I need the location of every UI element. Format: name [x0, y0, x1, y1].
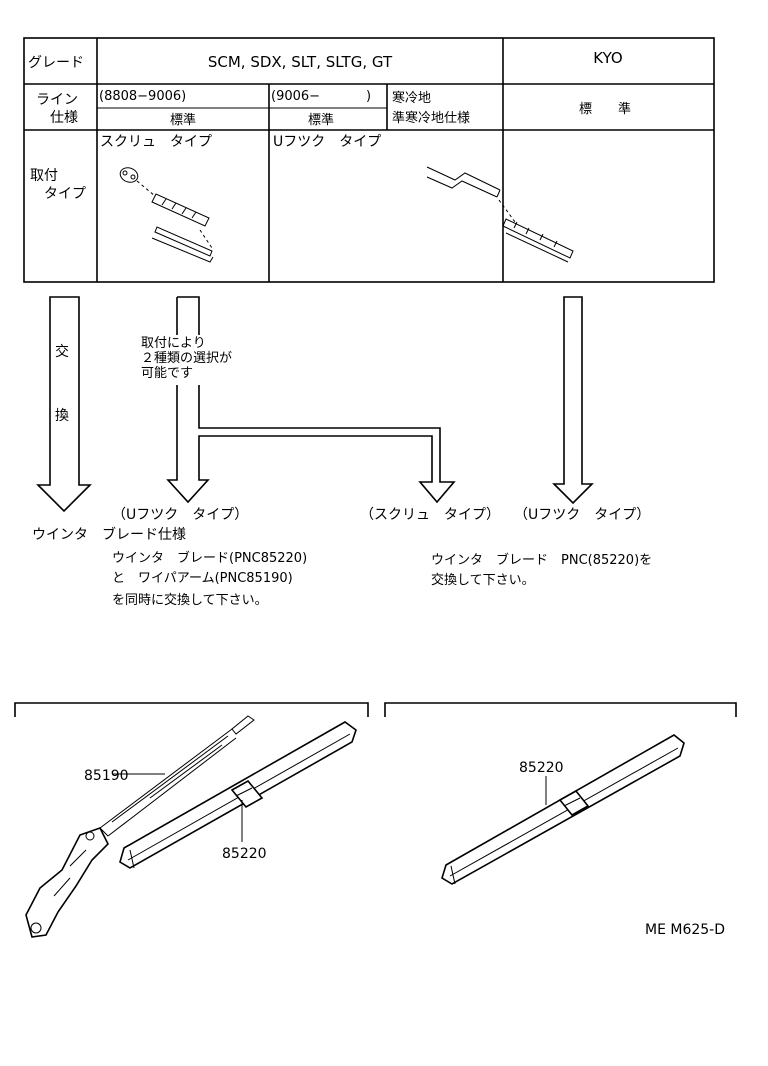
- ufook-type-sketch: [426, 166, 574, 263]
- grade-models: SCM, SDX, SLT, SLTG, GT: [208, 53, 393, 71]
- wiper-arm: [25, 715, 255, 938]
- col2-spec: 標準: [308, 112, 334, 128]
- mount-header-1: 取付: [30, 168, 58, 184]
- left-bracket: [14, 702, 369, 717]
- left-note-1: ウインタ ブレード(PNC85220): [112, 550, 307, 566]
- blade-part-number-right: 85220: [519, 760, 564, 776]
- col3-spec-2: 準寒冷地仕様: [392, 110, 470, 126]
- choice-note-1: 取付により: [141, 336, 206, 351]
- ufook-paren-label-2: （Uフツク タイプ）: [514, 507, 650, 523]
- arm-part-number: 85190: [84, 768, 129, 784]
- exchange-char-1: 交: [55, 343, 69, 360]
- choice-arrow: [166, 296, 456, 504]
- col1-period: (8808−9006): [99, 89, 186, 104]
- wiper-blade-left: [119, 721, 357, 869]
- mount-header-2: タイプ: [44, 186, 86, 202]
- grade-kyo: KYO: [593, 49, 622, 67]
- line-header-1: ライン: [36, 92, 78, 108]
- diagram-code: ME M625-D: [645, 922, 725, 938]
- ufook-paren-label: （Uフツク タイプ）: [112, 507, 248, 523]
- ufook-type-label: Uフツク タイプ: [273, 134, 381, 150]
- right-note-2: 交換して下さい。: [431, 572, 535, 588]
- screw-type-label: スクリュ タイプ: [100, 134, 212, 150]
- exchange-char-2: 換: [55, 408, 69, 424]
- blade-part-number-left: 85220: [222, 846, 267, 862]
- left-note-3: を同時に交換して下さい。: [112, 592, 268, 608]
- spec-table: [23, 37, 715, 283]
- left-note-2: と ワイパアーム(PNC85190): [112, 571, 293, 586]
- line-header-2: 仕様: [50, 110, 78, 126]
- right-note-1: ウインタ ブレード PNC(85220)を: [431, 552, 652, 568]
- screw-type-sketch: [119, 167, 214, 263]
- col3-spec-1: 寒冷地: [392, 90, 431, 106]
- col2-period: (9006−: [271, 89, 320, 104]
- col2-period-close: ): [366, 89, 371, 104]
- wiper-blade-right: [441, 734, 685, 885]
- choice-note-2: ２種類の選択が: [141, 350, 232, 366]
- right-bracket: [384, 702, 737, 717]
- grade-header: グレード: [28, 55, 84, 71]
- winter-blade-label: ウインタ ブレード仕様: [32, 526, 186, 543]
- exchange-arrow: [36, 296, 92, 513]
- kyo-arrow: [552, 296, 594, 505]
- col1-spec: 標準: [170, 112, 196, 128]
- screw-paren-label: （スクリュ タイプ）: [360, 507, 500, 523]
- choice-note-3: 可能です: [141, 366, 193, 381]
- col4-spec: 標 準: [579, 101, 631, 117]
